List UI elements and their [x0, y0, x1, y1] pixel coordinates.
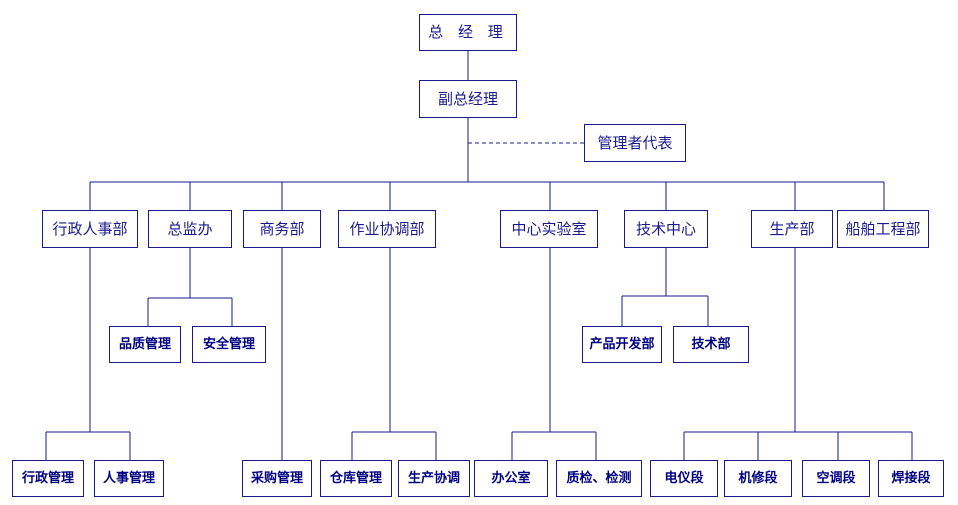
sub-instrument-section: 电仪段	[650, 460, 718, 497]
sub-administrative-management: 行政管理	[12, 460, 84, 497]
dept-supervisor-office: 总监办	[148, 210, 232, 248]
dept-technical-center: 技术中心	[624, 210, 708, 248]
sub-safety-management: 安全管理	[192, 326, 266, 363]
general-manager-box: 总 经 理	[419, 14, 517, 51]
sub-warehouse-management: 仓库管理	[320, 460, 392, 497]
sub-welding-section: 焊接段	[878, 460, 944, 497]
dept-production: 生产部	[751, 210, 833, 248]
dept-central-laboratory: 中心实验室	[500, 210, 598, 248]
sub-quality-management: 品质管理	[109, 326, 181, 363]
deputy-general-manager-box: 副总经理	[419, 80, 517, 118]
sub-production-coordination: 生产协调	[398, 460, 470, 497]
sub-machine-repair-section: 机修段	[724, 460, 792, 497]
sub-hr-management: 人事管理	[94, 460, 164, 497]
sub-quality-inspection-testing: 质检、检测	[556, 460, 642, 497]
sub-technical-department: 技术部	[673, 326, 749, 363]
sub-air-conditioning-section: 空调段	[802, 460, 870, 497]
sub-office: 办公室	[474, 460, 548, 497]
dept-commerce: 商务部	[243, 210, 321, 248]
dept-ship-engineering: 船舶工程部	[837, 210, 929, 248]
sub-purchasing-management: 采购管理	[242, 460, 312, 497]
management-representative-box: 管理者代表	[584, 124, 686, 162]
dept-operations-coordination: 作业协调部	[338, 210, 436, 248]
sub-product-development: 产品开发部	[582, 326, 662, 363]
dept-admin-hr: 行政人事部	[42, 210, 138, 248]
